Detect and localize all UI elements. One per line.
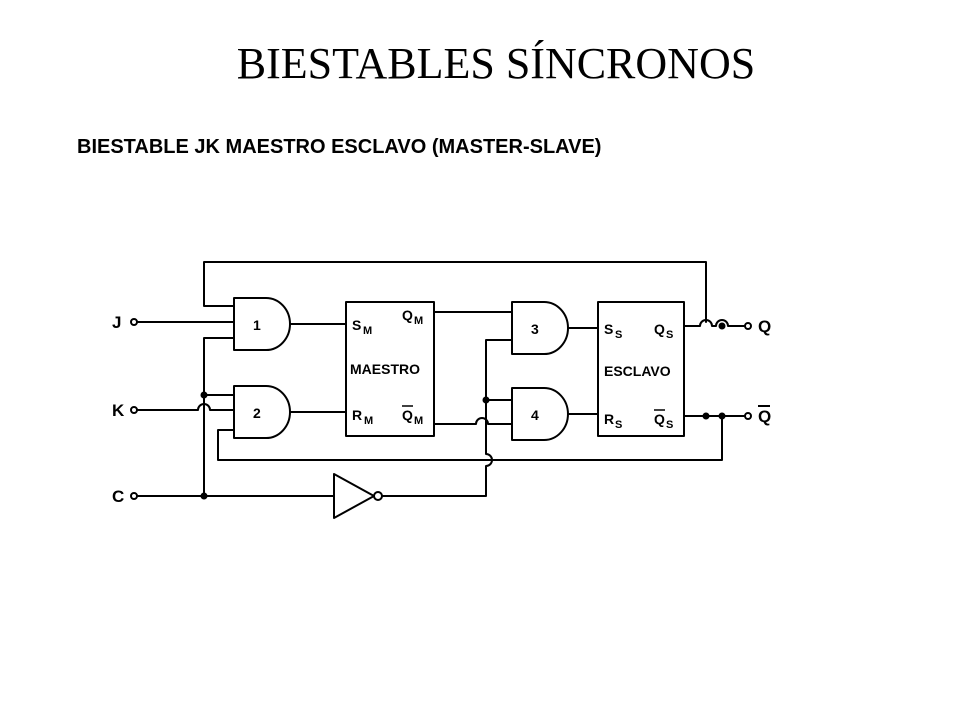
slave-name: ESCLAVO: [604, 363, 671, 379]
gate-3-label: 3: [531, 321, 539, 337]
label-k: K: [112, 401, 125, 420]
feedback-wire-qbar: [217, 415, 723, 461]
master-qbar-label: Q: [402, 407, 413, 423]
master-name: MAESTRO: [350, 361, 420, 377]
gate-1-label: 1: [253, 317, 261, 333]
slave-q-label: Q: [654, 321, 665, 337]
master-s-sub: M: [363, 325, 372, 337]
master-q-sub: M: [414, 315, 423, 327]
slave-block: [597, 301, 685, 437]
and-gate-4: [511, 387, 569, 441]
label-qbar: Q: [758, 407, 771, 426]
feedback-wire-q: [203, 261, 707, 323]
qbar-terminal: [744, 412, 752, 420]
gate-4-label: 4: [531, 407, 539, 423]
label-j: J: [112, 313, 121, 332]
gate-2-label: 2: [253, 405, 261, 421]
slave-r-sub: S: [615, 419, 622, 431]
master-s-label: S: [352, 317, 361, 333]
slave-qbar-label: Q: [654, 411, 665, 427]
slave-r-label: R: [604, 411, 614, 427]
master-r-label: R: [352, 407, 362, 423]
and-gate-1: [233, 297, 291, 351]
label-q: Q: [758, 317, 771, 336]
slave-qbar-sub: S: [666, 419, 673, 431]
not-gate: [333, 473, 375, 519]
master-q-label: Q: [402, 307, 413, 323]
q-terminal: [744, 322, 752, 330]
and-gate-3: [511, 301, 569, 355]
slave-q-sub: S: [666, 329, 673, 341]
master-block: [345, 301, 435, 437]
label-c: C: [112, 487, 124, 506]
page-title: BIESTABLES SÍNCRONOS: [236, 39, 756, 88]
page-subtitle: BIESTABLE JK MAESTRO ESCLAVO (MASTER-SLA…: [77, 136, 602, 158]
master-r-sub: M: [364, 415, 373, 427]
master-qbar-sub: M: [414, 415, 423, 427]
slave-s-label: S: [604, 321, 613, 337]
slave-s-sub: S: [615, 329, 622, 341]
not-gate-bubble: [373, 491, 383, 501]
junction-dots: [200, 322, 726, 500]
and-gate-2: [233, 385, 291, 439]
